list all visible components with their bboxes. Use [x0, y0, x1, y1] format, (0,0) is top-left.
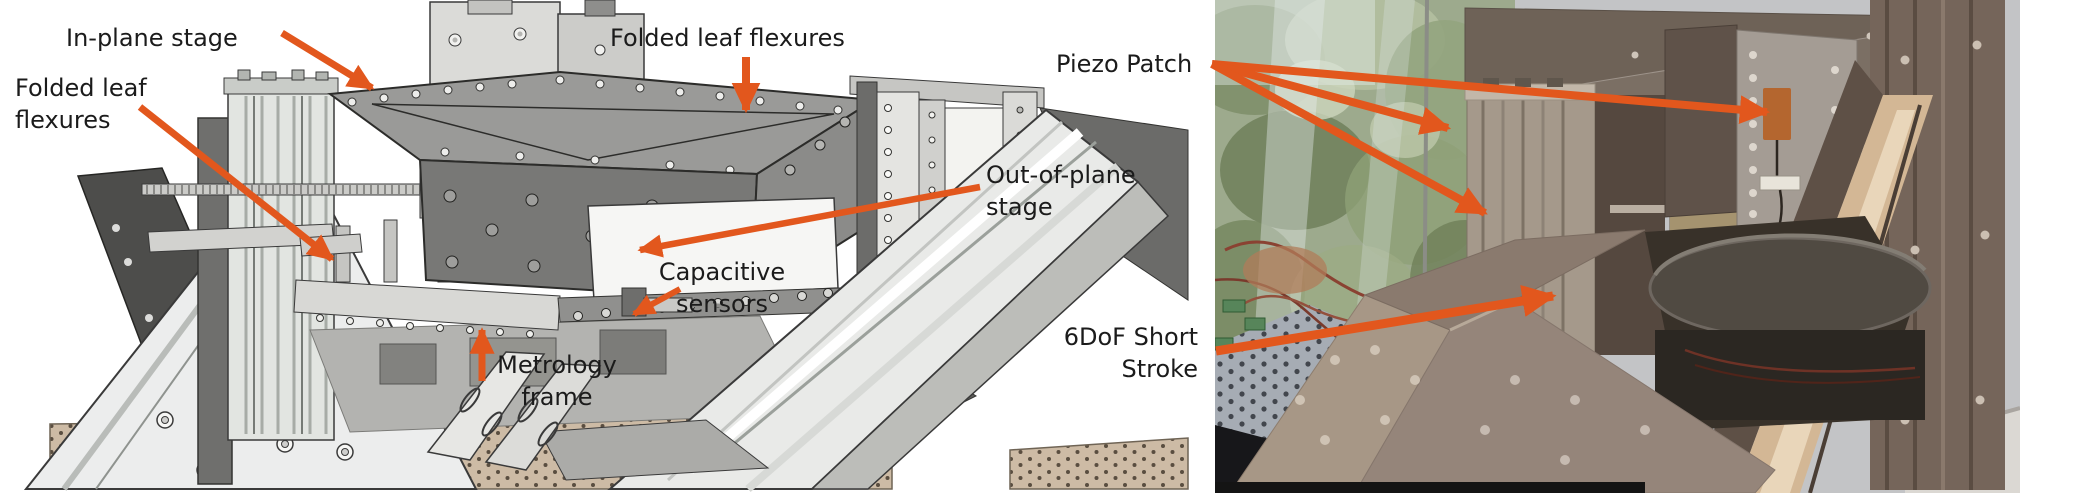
cad-extrusion-columns [197, 69, 339, 485]
cad-render-panel [23, 0, 1189, 493]
photo-bottom-strip [1215, 482, 1645, 493]
label-line: Capacitive [658, 258, 786, 286]
label-line: Out-of-plane [986, 161, 1136, 189]
photo-6dof-stage [1645, 216, 1932, 430]
label-line: frame [521, 383, 593, 411]
photo-piezo-patch [1763, 88, 1791, 140]
cad-angle-brackets [426, 351, 770, 481]
cad-top-tower [429, 0, 645, 93]
photo-panel [1215, 0, 2020, 493]
label-line: Metrology [497, 351, 617, 379]
label-capacitive-sensors: Capacitive sensors [652, 256, 792, 320]
label-piezo-patch: Piezo Patch [1056, 50, 1193, 78]
label-line: Stroke [1121, 355, 1198, 383]
label-6dof-short-stroke: 6DoF Short Stroke [1038, 321, 1198, 385]
label-line: sensors [675, 290, 769, 318]
label-in-plane-stage: In-plane stage [66, 24, 238, 52]
label-line: 6DoF Short [1063, 323, 1198, 351]
label-folded-leaf-flexures-left: Folded leaf flexures [15, 72, 147, 136]
label-folded-leaf-flexures-top: Folded leaf flexures [610, 24, 845, 52]
label-out-of-plane-stage: Out-of-plane stage [986, 159, 1136, 223]
label-line: flexures [15, 106, 111, 134]
label-line: Folded leaf [15, 74, 147, 102]
label-metrology-frame: Metrology frame [487, 349, 627, 413]
label-line: stage [986, 193, 1053, 221]
cad-optical-table-right [1009, 437, 1189, 490]
photo-mid-dark-plate [1595, 95, 1665, 355]
cad-right-aframe [607, 108, 1170, 493]
